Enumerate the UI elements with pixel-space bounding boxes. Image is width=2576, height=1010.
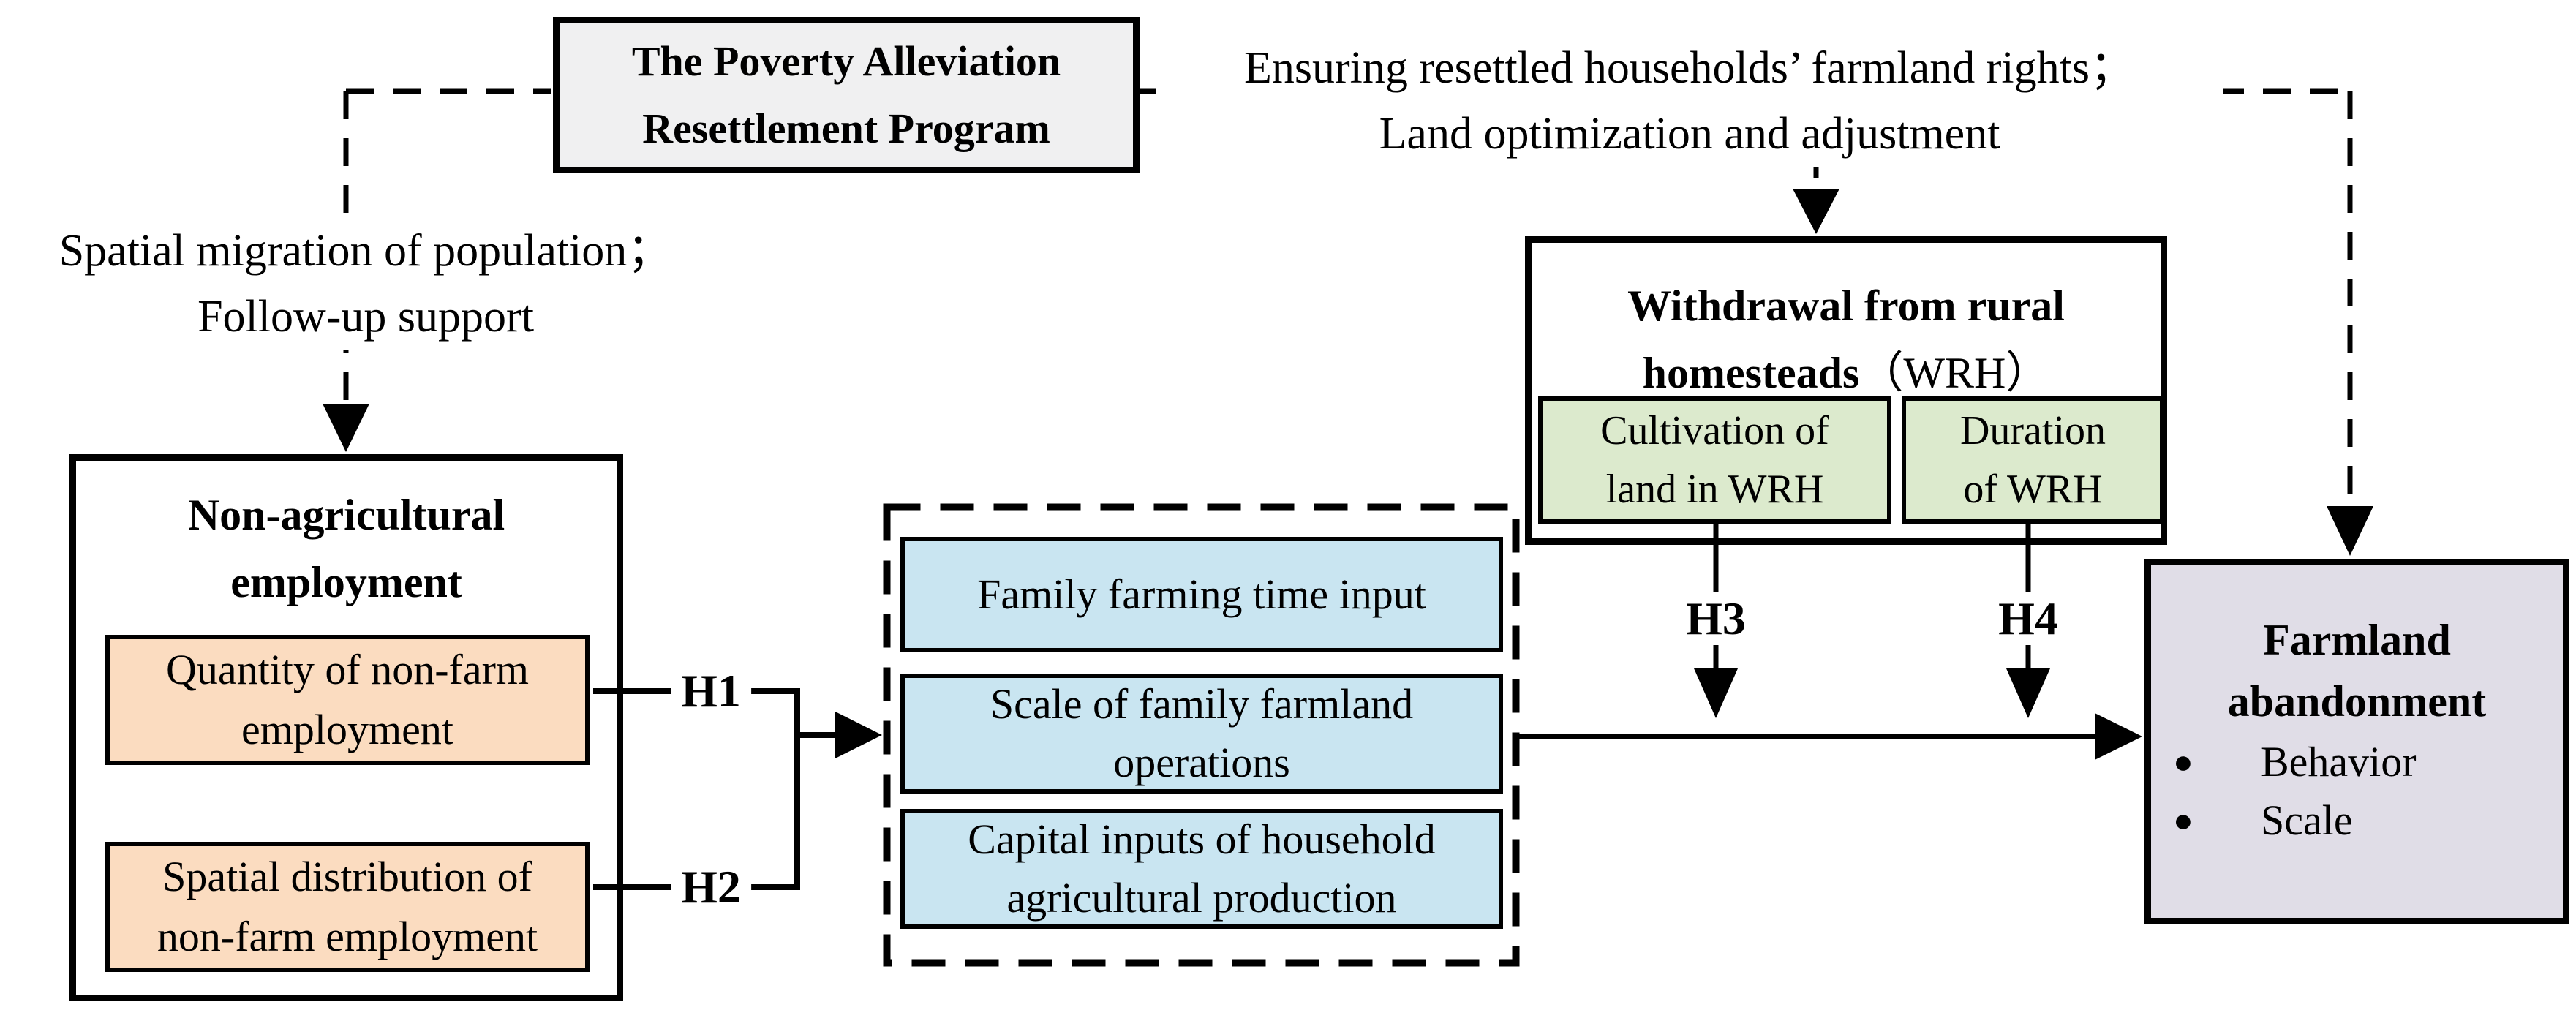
spatial-line2: non-farm employment	[157, 913, 538, 960]
wrh-title: Withdrawal from rural homesteads（WRH）	[1532, 272, 2161, 407]
arrowhead-down-icon	[2006, 668, 2050, 718]
mediator2-line2: operations	[1113, 739, 1290, 786]
nonag-title-line2: employment	[230, 558, 462, 606]
non-agricultural-employment-box: Non-agricultural employment Quantity of …	[69, 454, 623, 1001]
h3-label: H3	[1676, 592, 1756, 645]
arrowhead-down-icon	[2327, 506, 2373, 556]
duration-wrh-box: Duration of WRH	[1902, 396, 2164, 524]
farmland-title: Farmland abandonment	[2151, 609, 2563, 732]
withdrawal-rural-homesteads-box: Withdrawal from rural homesteads（WRH） Cu…	[1525, 236, 2167, 545]
wrh-title-homesteads: homesteads	[1642, 349, 1860, 397]
farmland-title-line1: Farmland	[2263, 616, 2451, 664]
wrh-title-line2: homesteads（WRH）	[1532, 339, 2161, 407]
spatial-line1: Spatial distribution of	[162, 853, 532, 900]
cultivation-land-wrh-box: Cultivation of land in WRH	[1538, 396, 1891, 524]
farmland-title-line2: abandonment	[2227, 677, 2487, 726]
scale-family-farmland-box: Scale of family farmland operations	[900, 674, 1503, 794]
capital-inputs-box: Capital inputs of household agricultural…	[900, 809, 1503, 929]
bullet-icon: ●	[2173, 742, 2193, 780]
quantity-line1: Quantity of non-farm	[165, 646, 530, 693]
h4-label: H4	[1988, 592, 2068, 645]
annotation-left-line2: Follow-up support	[197, 292, 534, 342]
arrowhead-down-icon	[1694, 668, 1738, 718]
farmland-bullet-scale-label: Scale	[2261, 796, 2353, 844]
h1-h2-connector	[593, 688, 882, 890]
mediator3-line2: agricultural production	[1006, 874, 1397, 922]
annotation-right-line2: Land optimization and adjustment	[1379, 109, 2000, 159]
program-title-line2: Resettlement Program	[642, 105, 1050, 152]
mediators-dashed-box: Family farming time input Scale of famil…	[884, 504, 1519, 966]
duration-line1: Duration	[1959, 408, 2106, 453]
farmland-bullet-scale: ● Scale	[2173, 791, 2563, 849]
mediator3-line1: Capital inputs of household	[968, 815, 1436, 863]
annotation-left-line1: Spatial migration of population；	[59, 226, 673, 276]
bullet-icon: ●	[2173, 801, 2193, 839]
h1-label: H1	[671, 665, 751, 717]
arrowhead-right-icon	[835, 712, 882, 758]
wrh-title-line1: Withdrawal from rural	[1627, 282, 2065, 330]
nonag-title: Non-agricultural employment	[76, 481, 617, 616]
quantity-non-farm-employment-box: Quantity of non-farm employment	[105, 635, 590, 765]
arrowhead-down-icon	[323, 404, 369, 452]
mediator2-line1: Scale of family farmland	[990, 680, 1414, 728]
farmland-abandonment-box: Farmland abandonment ● Behavior ● Scale	[2144, 559, 2569, 924]
h2-label: H2	[671, 861, 751, 913]
annotation-farmland-rights: Ensuring resettled households’ farmland …	[1156, 35, 2223, 167]
main-arrow-mediators-to-farmland	[1519, 713, 2142, 760]
program-box: The Poverty Alleviation Resettlement Pro…	[553, 17, 1140, 173]
family-farming-time-box: Family farming time input	[900, 537, 1503, 652]
wrh-title-paren: （WRH）	[1859, 349, 2050, 397]
duration-line2: of WRH	[1963, 467, 2103, 512]
arrowhead-right-icon	[2095, 713, 2142, 760]
quantity-line2: employment	[241, 706, 453, 753]
nonag-title-line1: Non-agricultural	[187, 491, 505, 539]
mediator1-line1: Family farming time input	[977, 570, 1426, 618]
program-title-line1: The Poverty Alleviation	[631, 37, 1061, 85]
arrowhead-down-icon	[1793, 189, 1839, 234]
annotation-spatial-migration: Spatial migration of population； Follow-…	[18, 218, 713, 350]
farmland-bullet-behavior: ● Behavior	[2173, 732, 2563, 791]
cultivation-line2: land in WRH	[1605, 467, 1824, 512]
annotation-right-line1: Ensuring resettled households’ farmland …	[1244, 43, 2135, 93]
spatial-distribution-employment-box: Spatial distribution of non-farm employm…	[105, 842, 590, 972]
cultivation-line1: Cultivation of	[1600, 408, 1829, 453]
farmland-bullet-behavior-label: Behavior	[2261, 737, 2417, 785]
